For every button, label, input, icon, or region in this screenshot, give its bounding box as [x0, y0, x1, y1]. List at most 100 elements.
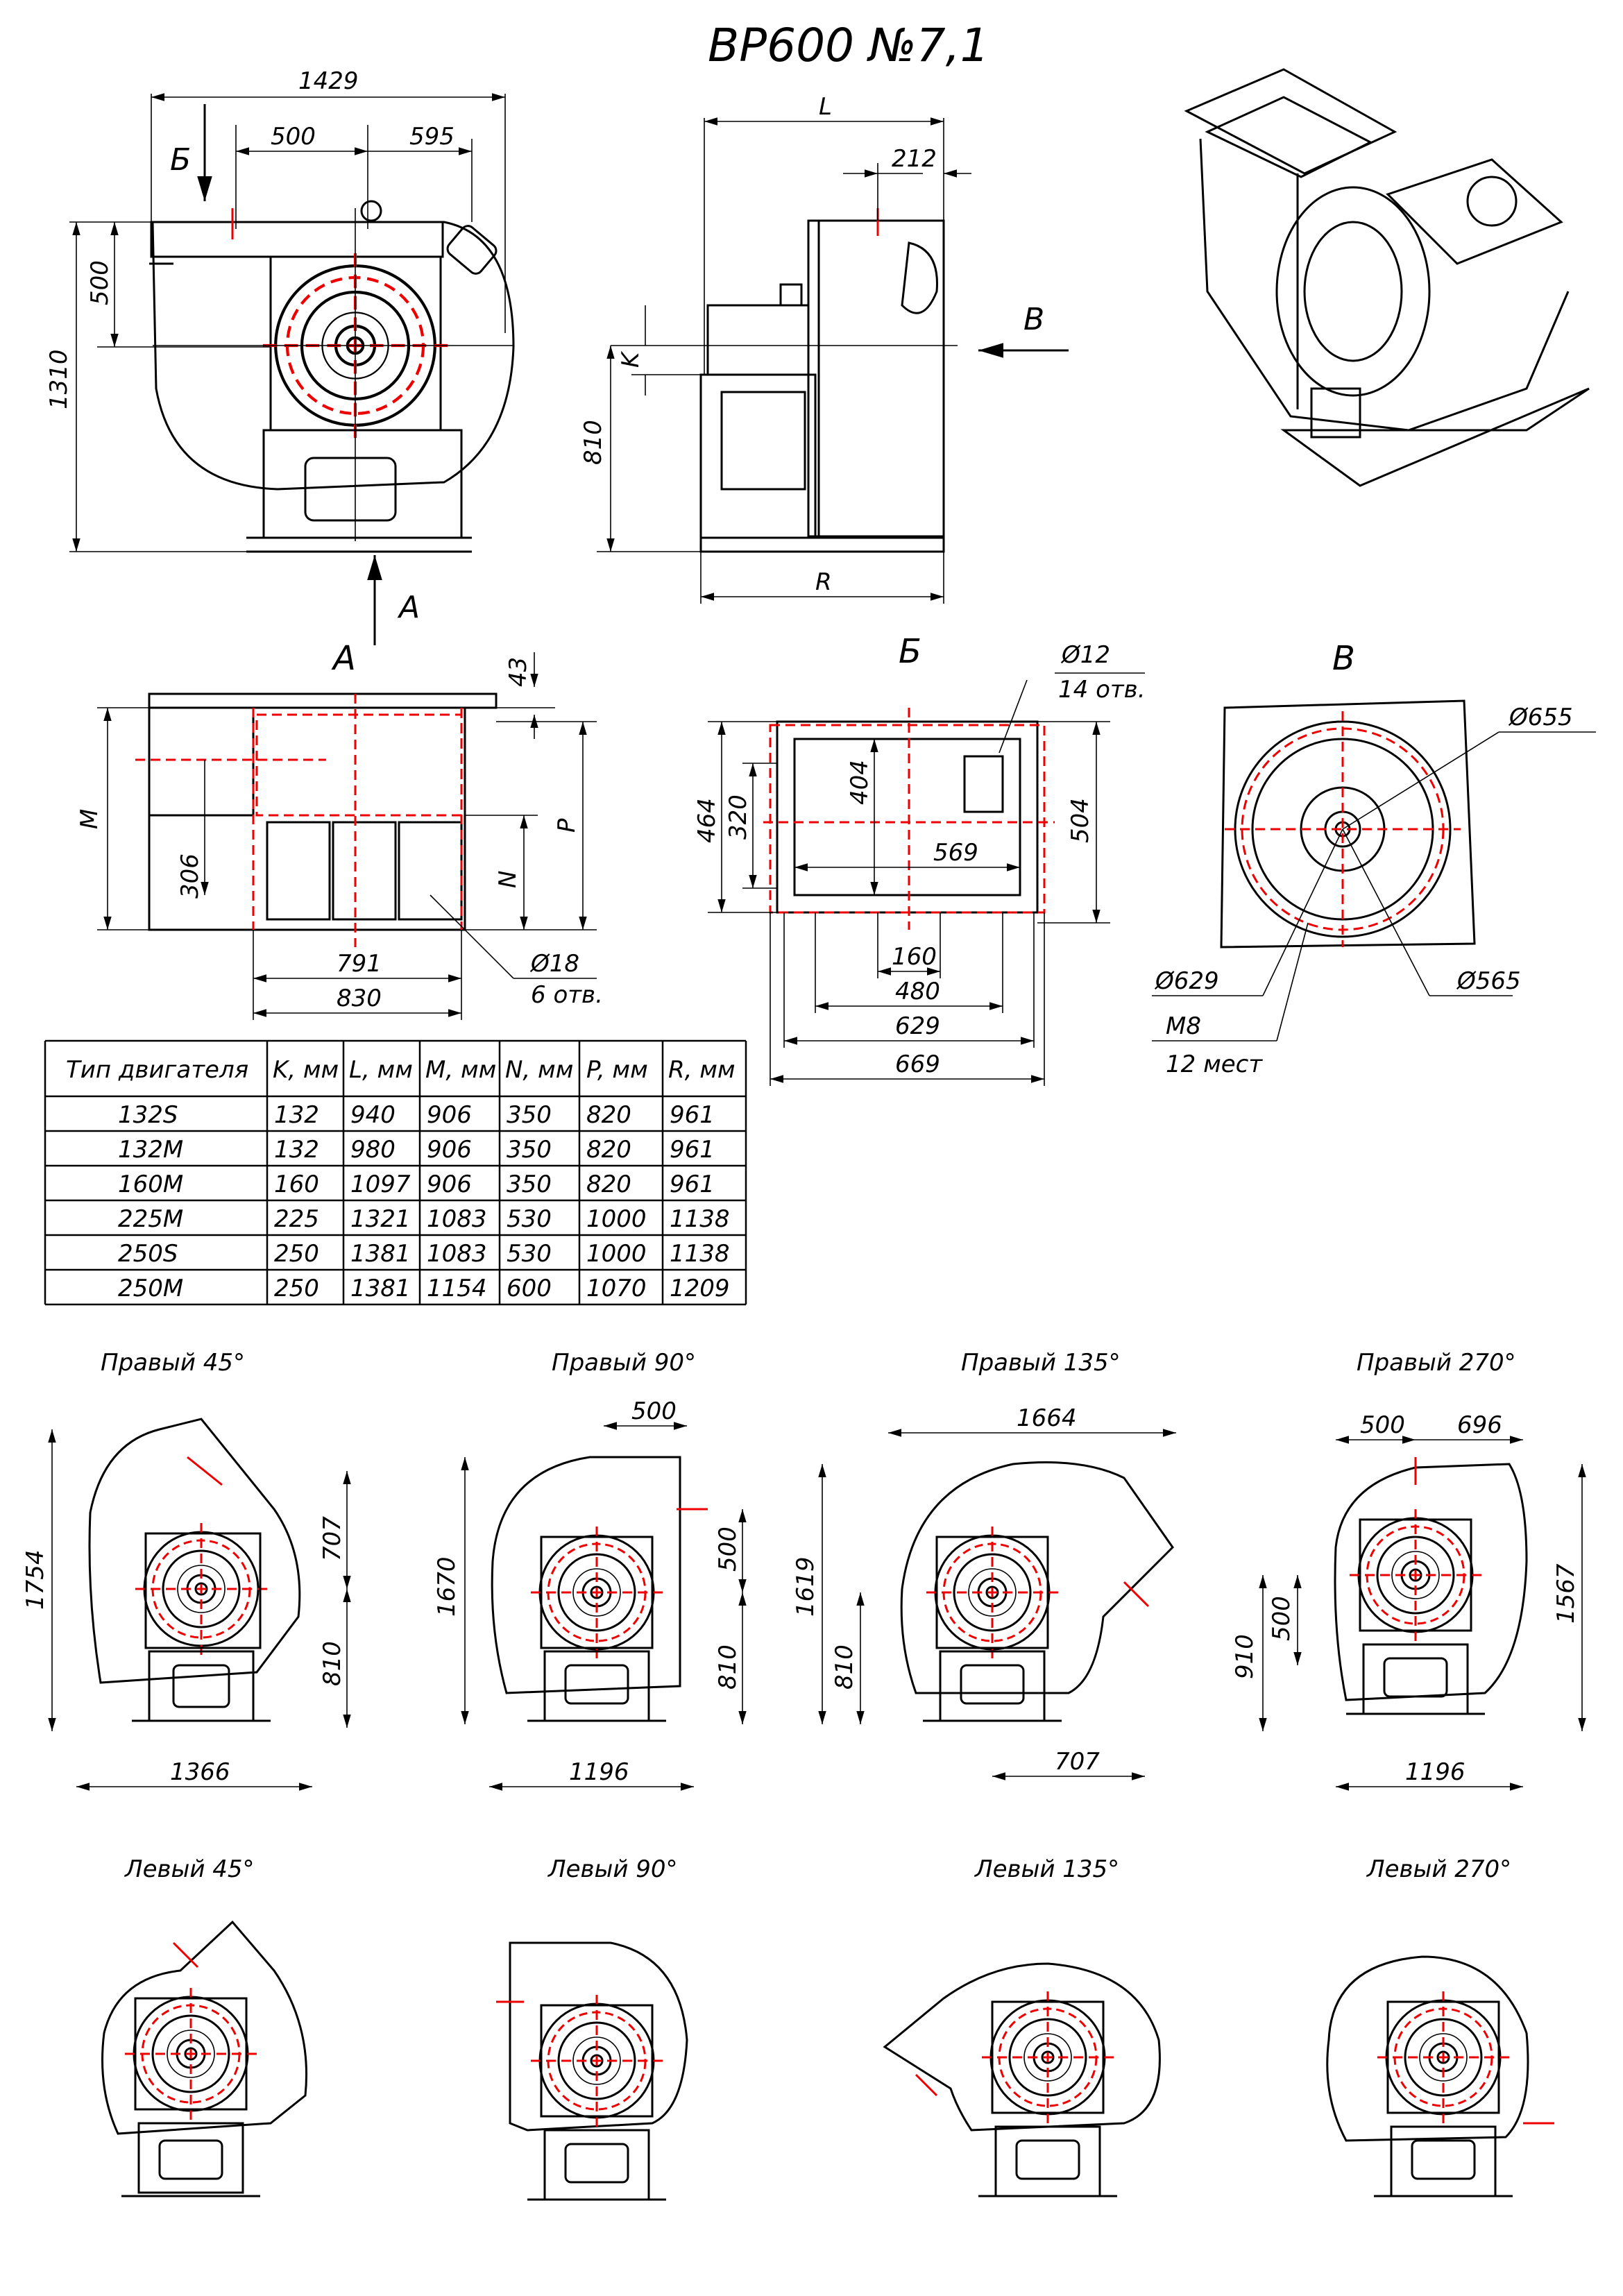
hole-count-14: 14 отв. — [1058, 676, 1146, 704]
dim: 1567 — [1552, 1563, 1580, 1624]
dim: 810 — [831, 1644, 858, 1690]
dim-M: M — [76, 809, 103, 829]
table-cell: 1000 — [586, 1240, 647, 1268]
position-left45: Левый 45° — [101, 1855, 308, 2197]
table-header-l: L, мм — [349, 1056, 413, 1084]
position-left90: Левый 90° — [496, 1855, 688, 2201]
table-cell: 530 — [507, 1205, 552, 1233]
table-cell: 906 — [427, 1171, 472, 1198]
position-label: Правый 135° — [961, 1349, 1121, 1377]
bolt-m8: M8 — [1166, 1012, 1201, 1040]
table-cell: 225 — [274, 1205, 319, 1233]
position-left135: Левый 135° — [883, 1855, 1161, 2197]
dim-500-top: 500 — [271, 123, 316, 151]
view-v: В Ø655 Ø629 Ø565 M8 12 мест — [1152, 639, 1596, 1078]
dim: 1619 — [792, 1556, 819, 1617]
view-a-label: А — [331, 639, 356, 678]
table-cell: 132 — [274, 1101, 319, 1129]
dia-655: Ø655 — [1508, 704, 1573, 731]
table-cell: 530 — [507, 1240, 552, 1268]
dim-212: 212 — [892, 145, 937, 173]
table-cell: 1070 — [586, 1275, 647, 1302]
table-cell: 820 — [586, 1171, 631, 1198]
table-cell: 1000 — [586, 1205, 647, 1233]
dim: 810 — [318, 1641, 346, 1686]
table-cell: 250S — [118, 1240, 178, 1268]
dim-K: K — [617, 350, 645, 368]
table-cell: 225M — [118, 1205, 183, 1233]
table-cell: 350 — [507, 1101, 552, 1129]
dim-L: L — [819, 93, 832, 121]
table-header-type: Тип двигателя — [66, 1056, 248, 1084]
table-header-r: R, мм — [668, 1056, 736, 1084]
dim: 500 — [1360, 1411, 1405, 1439]
view-a: А 43 M P N 306 791 — [76, 639, 603, 1020]
table-cell: 250 — [274, 1240, 319, 1268]
position-right135: Правый 135° 1664 1619 810 707 — [792, 1349, 1176, 1780]
dim-43: 43 — [504, 657, 532, 687]
motor-table-text: Тип двигателя K, мм L, мм M, мм N, мм P,… — [66, 1056, 736, 1302]
table-cell: 961 — [670, 1101, 715, 1129]
table-cell: 132 — [274, 1136, 319, 1164]
table-cell: 250M — [118, 1275, 183, 1302]
front-view: 1429 500 595 1310 500 Б А — [45, 67, 515, 645]
dim-569: 569 — [933, 839, 978, 867]
table-cell: 820 — [586, 1101, 631, 1129]
table-cell: 820 — [586, 1136, 631, 1164]
dim: 1664 — [1017, 1404, 1077, 1432]
table-cell: 160 — [274, 1171, 319, 1198]
dim: 910 — [1231, 1634, 1259, 1679]
dim-1429: 1429 — [298, 67, 359, 95]
dim-669: 669 — [895, 1051, 940, 1078]
hole-count-6: 6 отв. — [531, 981, 603, 1009]
dim-595: 595 — [409, 123, 454, 151]
table-cell: 1083 — [427, 1240, 487, 1268]
isometric-view — [1184, 68, 1590, 487]
position-right270: Правый 270° 500 696 910 500 1567 1196 — [1231, 1349, 1586, 1791]
dim: 1196 — [569, 1758, 629, 1786]
dia-629: Ø629 — [1154, 967, 1219, 995]
dia-565: Ø565 — [1456, 967, 1521, 995]
hole-diameter-12: Ø12 — [1060, 641, 1110, 669]
bolt-count-12: 12 мест — [1166, 1051, 1263, 1078]
table-cell: 1321 — [350, 1205, 411, 1233]
dim-160: 160 — [892, 943, 937, 971]
dim-500-left: 500 — [86, 260, 114, 305]
dim: 707 — [318, 1516, 346, 1561]
dim-480: 480 — [895, 978, 940, 1005]
dim: 1754 — [22, 1549, 49, 1610]
dim-1310: 1310 — [45, 349, 73, 409]
dim: 1366 — [170, 1758, 230, 1786]
arrow-a-label: А — [397, 590, 420, 625]
table-cell: 940 — [350, 1101, 396, 1129]
position-right45: Правый 45° 1754 707 810 1366 — [22, 1349, 351, 1791]
dim: 500 — [1268, 1596, 1295, 1641]
table-header-p: P, мм — [586, 1056, 648, 1084]
dim-464: 464 — [693, 798, 721, 843]
table-cell: 132M — [118, 1136, 183, 1164]
table-cell: 1381 — [350, 1275, 411, 1302]
dim-504: 504 — [1067, 798, 1094, 843]
dim: 1196 — [1405, 1758, 1465, 1786]
position-label: Левый 270° — [1366, 1855, 1511, 1883]
dim-629: 629 — [895, 1012, 940, 1040]
table-header-m: M, мм — [425, 1056, 496, 1084]
side-view: L 212 K 810 R В — [579, 93, 1069, 604]
table-cell: 906 — [427, 1101, 472, 1129]
arrow-b-label: Б — [170, 142, 191, 178]
arrow-v-label: В — [1023, 302, 1044, 337]
view-b-label: Б — [899, 632, 921, 671]
motor-table — [44, 1039, 747, 1306]
position-label: Левый 135° — [974, 1855, 1119, 1883]
drawing-title: ВР600 №7,1 — [708, 19, 989, 72]
table-cell: 961 — [670, 1171, 715, 1198]
view-v-label: В — [1332, 639, 1355, 678]
dim-P: P — [553, 818, 581, 833]
dim-306: 306 — [176, 853, 204, 899]
position-label: Правый 45° — [101, 1349, 245, 1377]
table-cell: 600 — [507, 1275, 552, 1302]
position-label: Правый 270° — [1357, 1349, 1516, 1377]
table-cell: 1209 — [670, 1275, 730, 1302]
dim-R: R — [815, 568, 832, 596]
position-right90: Правый 90° 500 1670 500 810 1196 — [433, 1349, 747, 1791]
